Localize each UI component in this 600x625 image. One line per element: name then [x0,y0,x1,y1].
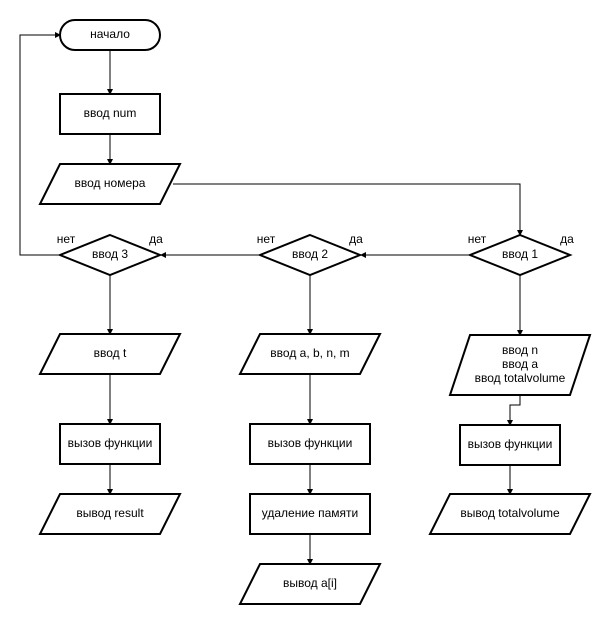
output-2-data: вывод a[i] [238,563,382,605]
decision-3-label: ввод 3 [92,247,128,261]
connector-decision-3-no-to-start [19,32,61,256]
call-2-label: вызов функции [268,436,353,450]
decision-2-label: ввод 2 [292,247,328,261]
input-num-label: ввод num [84,106,137,120]
output-2-label: вывод a[i] [283,576,337,590]
input-1-line-2: ввод a [502,357,538,371]
call-3-process: вызов функции [59,423,161,465]
connector-input-1-to-call-1 [507,395,521,426]
output-3-label: вывод result [76,506,144,520]
decision-3-no-label: нет [57,232,76,246]
decision-1-no-label: нет [468,232,487,246]
output-1-label: вывод totalvolume [460,506,560,520]
decision-1-label: ввод 1 [502,247,538,261]
input-1-line-3: ввод totalvolume [475,371,566,385]
connector-input-number-to-decision-1 [173,183,523,236]
start-label: начало [90,27,130,41]
decision-2-no-label: нет [257,232,276,246]
input-number-data: ввод номера [38,163,182,205]
call-3-label: вызов функции [68,436,153,450]
input-1-line-1: ввод n [502,343,538,357]
start-terminator: начало [59,19,161,51]
free-memory-process: удаление памяти [249,493,371,535]
input-number-label: ввод номера [75,176,146,190]
input-num-process: ввод num [59,93,161,135]
input-3-label: ввод t [94,346,127,360]
decision-1-yes-label: да [560,232,574,246]
output-1-data: вывод totalvolume [428,493,592,535]
output-3-data: вывод result [38,493,182,535]
call-1-process: вызов функции [459,424,561,466]
input-3-data: ввод t [38,333,182,375]
free-memory-label: удаление памяти [262,506,358,520]
input-2-data: ввод a, b, n, m [238,333,382,375]
call-2-process: вызов функции [249,423,371,465]
decision-2-yes-label: да [349,232,363,246]
decision-2: ввод 2 [257,233,363,277]
connectors [19,32,523,565]
branch-labels: нет да нет да нет да [57,232,574,246]
decision-3-yes-label: да [149,232,163,246]
decision-3: ввод 3 [57,233,163,277]
call-1-label: вызов функции [468,437,553,451]
decision-1: ввод 1 [467,233,573,277]
input-1-data: ввод n ввод a ввод totalvolume [448,334,592,396]
input-2-label: ввод a, b, n, m [270,346,349,360]
